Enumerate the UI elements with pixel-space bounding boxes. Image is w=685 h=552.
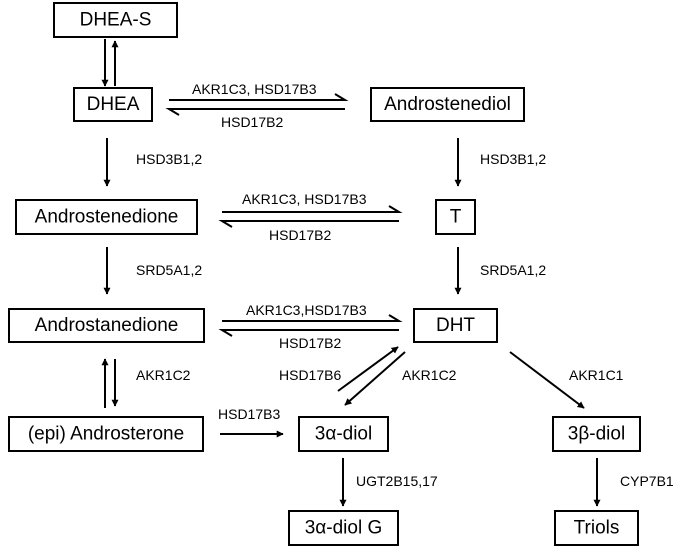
- node-androstenedione-label: Androstenedione: [35, 207, 179, 228]
- arrow-3a-diol-to-dht: [337, 346, 399, 392]
- node-androstenedione: Androstenedione: [15, 199, 198, 235]
- arrow-dht-to-androstanedione: [218, 329, 399, 337]
- node-epi-androsterone: (epi) Androsterone: [8, 416, 204, 452]
- arrow-androstanedione-to-dht: [222, 314, 403, 322]
- enzyme-label-androstenedione-to-androstanedione: SRD5A1,2: [136, 262, 202, 278]
- arrow-dhea-to-androstenediol: [169, 93, 349, 101]
- arrow-androstenedione-to-t: [222, 205, 403, 213]
- node-epi-androsterone-label: (epi) Androsterone: [28, 424, 184, 445]
- enzyme-label-androstenediol-to-t: HSD3B1,2: [480, 151, 546, 167]
- node-triols-label: Triols: [574, 518, 620, 539]
- arrow-dht-to-3a-diol: [344, 351, 406, 406]
- enzyme-label-dhea-to-androstenedione: HSD3B1,2: [136, 151, 202, 167]
- node-androstenediol-label: Androstenediol: [384, 94, 511, 115]
- enzyme-label-androsterone-to-3a-diol: HSD17B3: [218, 406, 280, 422]
- node-dht-label: DHT: [436, 315, 475, 336]
- enzyme-label-androstanedione-to-dht: AKR1C3,HSD17B3: [246, 302, 367, 318]
- node-3a-diol-g-label: 3α-diol G: [305, 518, 383, 539]
- arrow-t-to-androstenedione: [218, 220, 399, 228]
- node-androstanedione-label: Androstanedione: [35, 315, 179, 336]
- enzyme-label-androstenedione-to-t: AKR1C3, HSD17B3: [242, 191, 367, 207]
- node-dhea-s-label: DHEA-S: [80, 10, 152, 31]
- node-t: T: [435, 199, 476, 235]
- enzyme-label-3a-diol-to-glucuronide: UGT2B15,17: [356, 473, 438, 489]
- enzyme-label-dht-to-3b-diol: AKR1C1: [569, 367, 624, 383]
- enzyme-label-dht-to-3a-diol: AKR1C2: [402, 367, 457, 383]
- node-3b-diol: 3β-diol: [552, 416, 641, 452]
- arrow-androstenediol-to-dhea: [165, 108, 345, 116]
- node-androstenediol: Androstenediol: [370, 87, 525, 122]
- node-t-label: T: [450, 207, 462, 228]
- node-3a-diol: 3α-diol: [298, 416, 389, 452]
- node-androstanedione: Androstanedione: [8, 308, 205, 343]
- enzyme-label-t-to-androstenedione: HSD17B2: [269, 227, 331, 243]
- node-dhea: DHEA: [73, 87, 153, 122]
- node-3a-diol-label: 3α-diol: [315, 424, 372, 445]
- node-3b-diol-label: 3β-diol: [568, 424, 625, 445]
- enzyme-label-dht-to-androstanedione: HSD17B2: [279, 335, 341, 351]
- node-dht: DHT: [413, 308, 498, 343]
- node-dhea-s: DHEA-S: [53, 2, 178, 38]
- enzyme-label-dhea-to-androstenediol: AKR1C3, HSD17B3: [192, 81, 317, 97]
- arrow-dht-to-3b-diol: [509, 351, 585, 409]
- enzyme-label-androstanedione-androsterone: AKR1C2: [136, 367, 191, 383]
- enzyme-label-androstenediol-to-dhea: HSD17B2: [221, 114, 283, 130]
- enzyme-label-t-to-dht: SRD5A1,2: [480, 262, 546, 278]
- node-3a-diol-g: 3α-diol G: [288, 510, 399, 546]
- enzyme-label-3b-diol-to-triols: CYP7B1: [620, 473, 674, 489]
- node-triols: Triols: [554, 510, 639, 546]
- node-dhea-label: DHEA: [87, 94, 140, 115]
- enzyme-label-3a-diol-to-dht: HSD17B6: [279, 367, 341, 383]
